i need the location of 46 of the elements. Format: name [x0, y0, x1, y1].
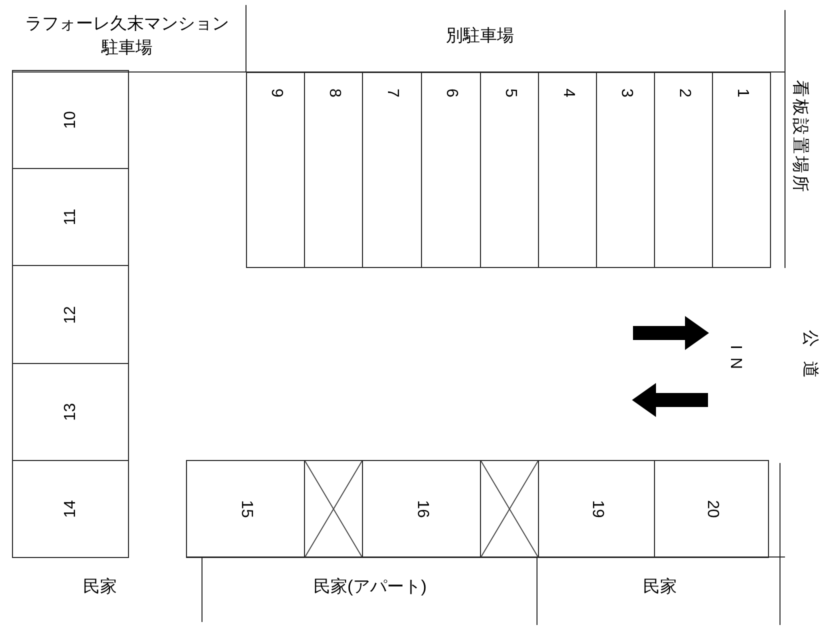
space-number: 20 — [704, 500, 720, 518]
space-number: 11 — [62, 208, 78, 226]
area-label: 民家 — [642, 577, 678, 598]
parking-space — [596, 72, 655, 268]
parking-space — [538, 460, 655, 558]
parking-space — [12, 363, 129, 461]
blocked-space — [480, 460, 539, 558]
parking-space — [480, 72, 539, 268]
area-label: 別駐車場 — [445, 26, 515, 46]
parking-space — [654, 460, 769, 558]
area-label: 民家(アパート) — [312, 577, 428, 598]
area-label: ラフォーレ久末マンション駐車場 — [24, 13, 230, 59]
space-number: 7 — [384, 88, 400, 98]
parking-space — [12, 70, 129, 169]
area-label: 看板設置場所 — [790, 80, 810, 194]
parking-space — [712, 72, 771, 268]
space-number: 5 — [502, 88, 518, 98]
space-number: 14 — [62, 500, 78, 518]
parking-space — [421, 72, 481, 268]
space-number: 8 — [326, 88, 342, 98]
parking-space — [362, 460, 481, 558]
direction-label: IN — [726, 345, 745, 377]
space-number: 1 — [734, 88, 750, 98]
space-number: 16 — [414, 500, 430, 518]
space-number: 19 — [588, 500, 604, 518]
space-number: 10 — [62, 110, 78, 128]
space-number: 4 — [560, 88, 576, 98]
parking-space — [304, 72, 363, 268]
space-number: 2 — [676, 88, 692, 98]
parking-space — [538, 72, 597, 268]
road-label: 公道 — [800, 330, 820, 392]
space-number: 6 — [443, 88, 459, 98]
area-label: 民家 — [82, 577, 118, 598]
parking-space — [12, 168, 129, 266]
space-number: 13 — [62, 403, 78, 421]
space-number: 12 — [62, 306, 78, 324]
parking-space — [12, 460, 129, 558]
parking-space — [246, 72, 305, 268]
parking-space — [12, 265, 129, 364]
parking-space — [362, 72, 422, 268]
space-number: 9 — [268, 88, 284, 98]
parking-space — [654, 72, 713, 268]
space-number: 15 — [238, 500, 254, 518]
parking-space — [186, 460, 305, 558]
blocked-space — [304, 460, 363, 558]
space-number: 3 — [618, 88, 634, 98]
